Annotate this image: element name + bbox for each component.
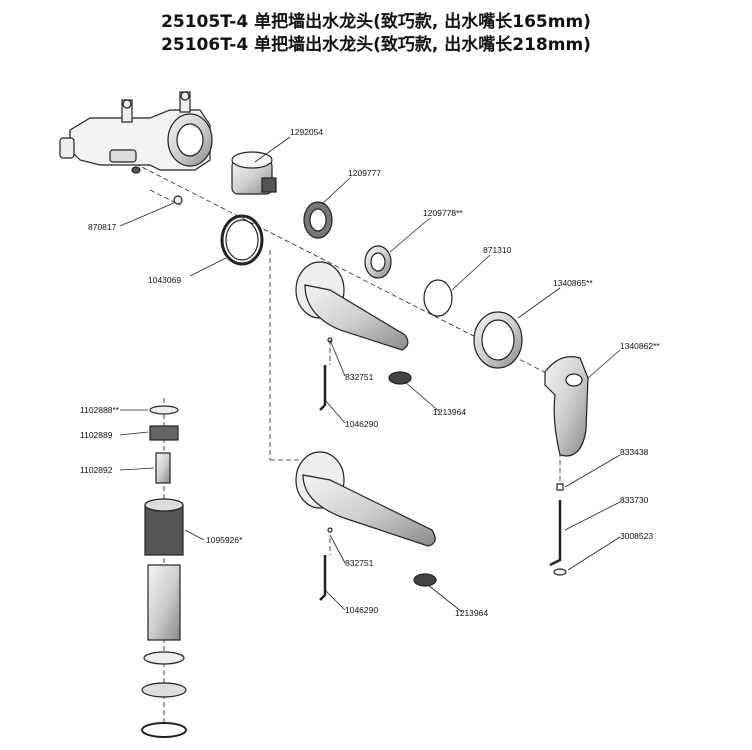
allen-key-2: [319, 555, 327, 601]
label-1043069: 1043069: [148, 275, 181, 285]
handle-escutcheon: [473, 311, 523, 369]
label-833730: 833730: [620, 495, 649, 505]
label-1209778: 1209778**: [423, 208, 463, 218]
label-833438: 833438: [620, 447, 649, 457]
aerator-1: [388, 371, 412, 385]
label-1046290-a: 1046290: [345, 419, 378, 429]
small-o-ring: [173, 195, 183, 205]
cartridge: [231, 151, 277, 195]
button-cap: [553, 568, 567, 576]
allen-key-3: [549, 500, 562, 567]
label-871310: 871310: [483, 245, 512, 255]
handle-cap: [565, 373, 583, 387]
wall-seal-ring: [220, 214, 264, 266]
sleeve: [364, 245, 392, 279]
lever-handle: [544, 356, 589, 457]
label-1213964-a: 1213964: [433, 407, 466, 417]
label-1046290-b: 1046290: [345, 605, 378, 615]
bonnet-nut: [303, 201, 333, 239]
label-1340862: 1340862**: [620, 341, 660, 351]
label-1095926: 1095926*: [206, 535, 243, 545]
label-3008523: 3008523: [620, 531, 653, 541]
allen-key-1: [319, 365, 327, 411]
label-1209777: 1209777: [348, 168, 381, 178]
label-832751-b: 832751: [345, 558, 374, 568]
label-1102889: 1102889: [80, 430, 113, 440]
label-870817: 870817: [88, 222, 117, 232]
spout-short: [295, 261, 409, 351]
drain-assembly: [141, 405, 187, 738]
label-1213964-b: 1213964: [455, 608, 488, 618]
label-1292054: 1292054: [290, 127, 323, 137]
o-ring-871310: [423, 279, 453, 317]
label-1102888: 1102888**: [80, 405, 120, 415]
label-832751-a: 832751: [345, 372, 374, 382]
valve-body: [59, 91, 213, 174]
aerator-2: [413, 573, 437, 587]
set-screw: [556, 483, 564, 491]
label-1102892: 1102892: [80, 465, 113, 475]
title-line-2: 25106T-4 单把墙出水龙头(致巧款, 出水嘴长218mm): [161, 35, 591, 55]
title-line-1: 25105T-4 单把墙出水龙头(致巧款, 出水嘴长165mm): [161, 12, 591, 32]
spout-long: [295, 451, 436, 547]
label-1340865: 1340865**: [553, 278, 593, 288]
